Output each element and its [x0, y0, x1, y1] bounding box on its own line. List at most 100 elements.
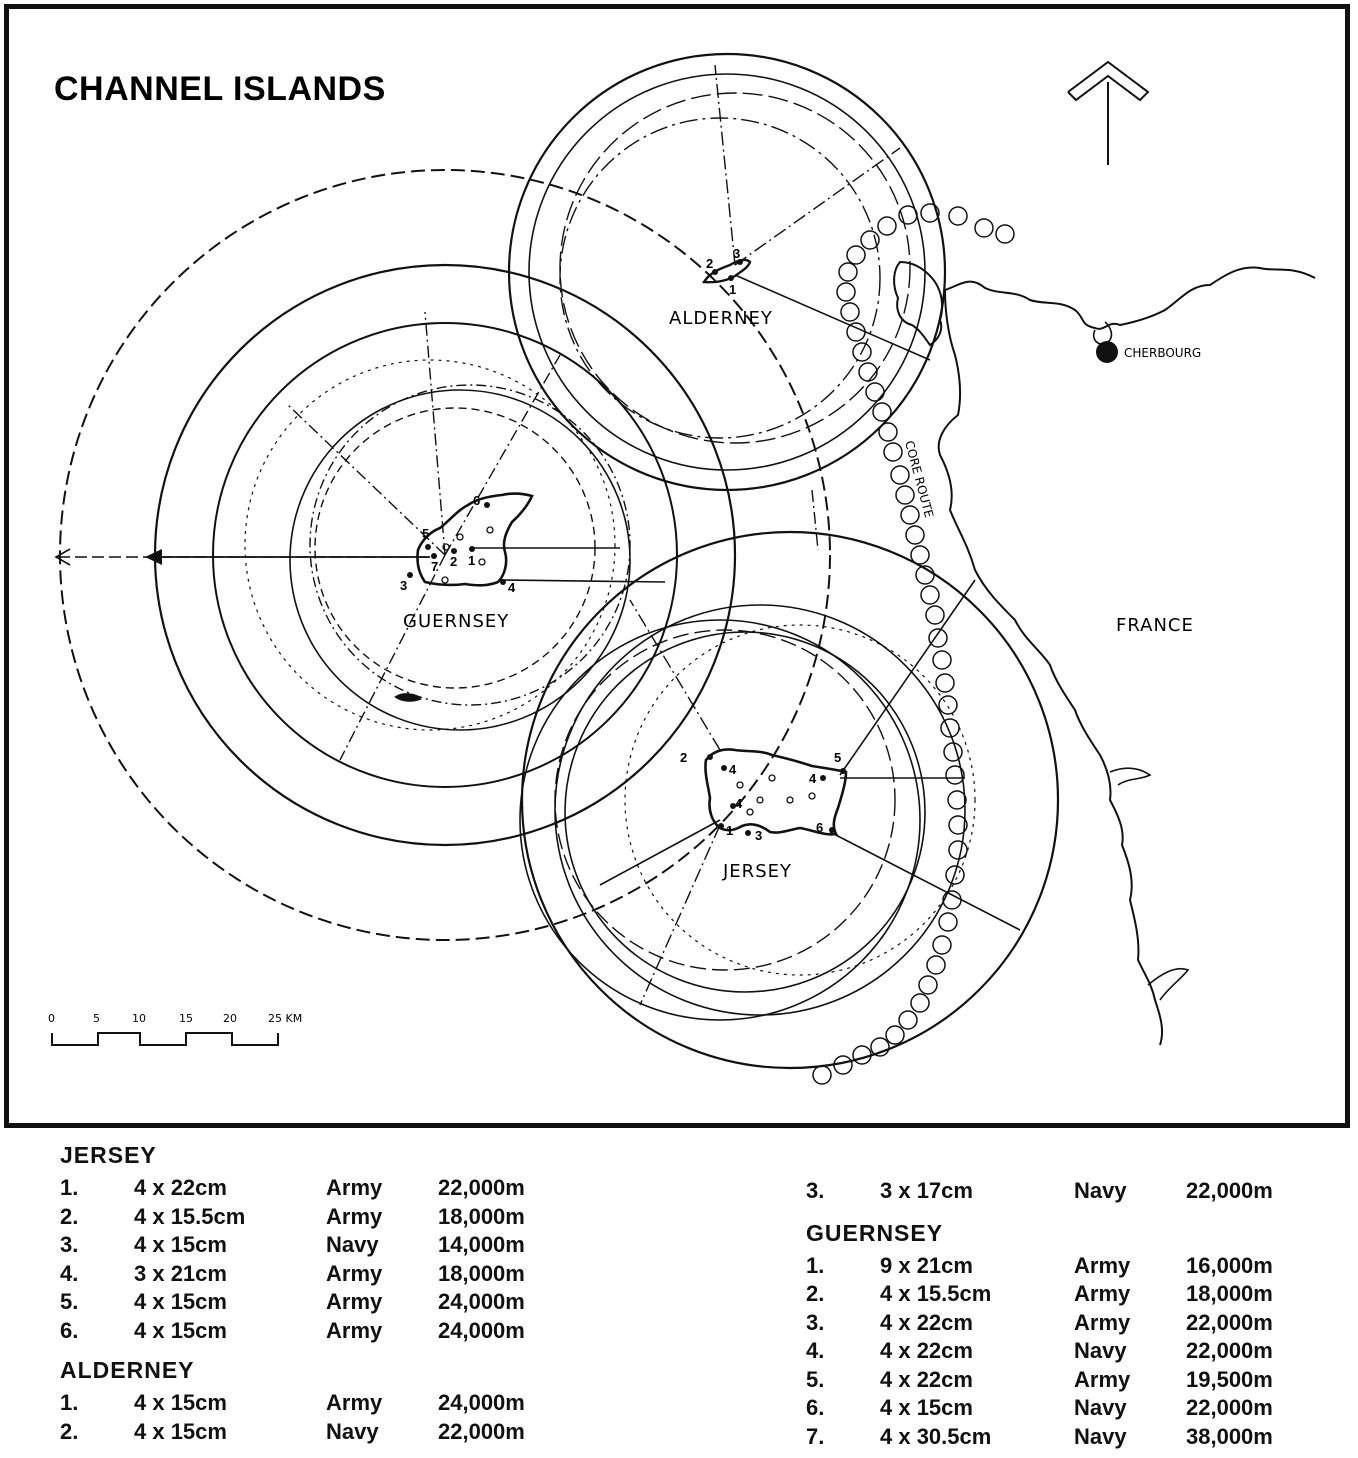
north-arrow-icon: [1067, 60, 1150, 165]
legend-service: Navy: [326, 1418, 379, 1444]
legend-range: 22,000m: [438, 1175, 525, 1200]
scale-tick-15: 15: [179, 1012, 193, 1025]
jersey-range-rings: [519, 530, 1060, 1070]
legend-service: Navy: [1074, 1338, 1127, 1363]
legend-num: 2.: [60, 1418, 79, 1444]
legend-row: 3. 4 x 15cm Navy 14,000m: [60, 1231, 568, 1260]
legend-heading-jersey: JERSEY: [60, 1142, 157, 1168]
legend-guns: 4 x 22cm: [880, 1366, 973, 1392]
legend-num: 3.: [806, 1178, 825, 1203]
legend-num: 1.: [60, 1390, 79, 1415]
scale-tick-25km: 25 KM: [268, 1012, 302, 1025]
legend-guns: 4 x 15cm: [134, 1232, 227, 1257]
legend-range: 14,000m: [438, 1232, 525, 1257]
legend-guns: 4 x 22cm: [880, 1338, 973, 1363]
legend-guns: 4 x 15cm: [134, 1418, 227, 1444]
label-alderney: ALDERNEY: [669, 308, 773, 329]
scale-tick-0: 0: [48, 1012, 55, 1025]
guernsey-battery-5: 5: [422, 526, 429, 541]
legend-service: Army: [326, 1260, 383, 1286]
legend-num: 1.: [60, 1175, 79, 1200]
guernsey-battery-2: 2: [450, 554, 457, 569]
legend-guns: 4 x 15.5cm: [134, 1203, 246, 1229]
legend-num: 4.: [806, 1338, 825, 1363]
legend-range: 22,000m: [438, 1418, 525, 1444]
map-title: CHANNEL ISLANDS: [54, 70, 386, 108]
guernsey-battery-7: 7: [431, 559, 438, 574]
legend-range: 24,000m: [438, 1317, 525, 1343]
jersey-battery-4c: 4: [809, 771, 817, 786]
alderney-battery-2: 2: [706, 256, 713, 271]
legend-guns: 4 x 15cm: [134, 1390, 227, 1415]
alderney-island: [701, 258, 752, 284]
legend-alderney-rows-continued: 3. 3 x 17cm Navy 22,000m: [806, 1177, 1316, 1206]
legend-range: 22,000m: [1186, 1338, 1273, 1363]
legend-guns: 4 x 22cm: [880, 1309, 973, 1335]
legend-guns: 4 x 15cm: [880, 1395, 973, 1420]
legend-range: 24,000m: [438, 1390, 525, 1415]
label-jersey: JERSEY: [722, 861, 792, 882]
legend-guns: 3 x 17cm: [880, 1178, 973, 1203]
scale-tick-20: 20: [223, 1012, 237, 1025]
legend-guns: 4 x 22cm: [134, 1175, 227, 1200]
legend-service: Navy: [1074, 1395, 1127, 1420]
french-coastline-main: [937, 266, 1316, 1046]
scale-tick-5: 5: [93, 1012, 100, 1025]
legend-row: 3. 3 x 17cm Navy 22,000m: [806, 1177, 1316, 1206]
legend-num: 4.: [60, 1260, 79, 1286]
legend-service: Army: [326, 1390, 383, 1415]
legend-num: 3.: [806, 1309, 825, 1335]
scale-tick-10: 10: [132, 1012, 146, 1025]
legend-num: 6.: [60, 1317, 79, 1343]
legend-num: 6.: [806, 1395, 825, 1420]
legend-range: 18,000m: [438, 1260, 525, 1286]
jersey-island: [704, 748, 848, 836]
alderney-battery-1: 1: [729, 282, 736, 297]
legend-service: Army: [1074, 1366, 1131, 1392]
jersey-battery-6: 6: [816, 820, 823, 835]
legend-service: Navy: [1074, 1178, 1127, 1203]
legend-row: 4. 4 x 22cm Navy 22,000m: [806, 1337, 1316, 1366]
label-guernsey: GUERNSEY: [403, 611, 509, 632]
alderney-battery-3: 3: [733, 246, 740, 261]
legend-guns: 4 x 15cm: [134, 1289, 227, 1314]
legend-service: Navy: [326, 1232, 379, 1257]
map-frame: [4, 4, 1350, 1128]
legend-heading-guernsey: GUERNSEY: [806, 1219, 944, 1246]
guernsey-battery-3: 3: [400, 578, 407, 593]
jersey-battery-4b: 4: [735, 796, 743, 811]
legend-row: 1. 4 x 15cm Army 24,000m: [60, 1389, 568, 1418]
legend-heading-alderney: ALDERNEY: [60, 1357, 195, 1383]
legend-service: Army: [1074, 1252, 1131, 1278]
french-coastline: [893, 260, 944, 347]
guernsey-range-rings: [58, 169, 831, 941]
legend-num: 2.: [806, 1281, 825, 1306]
legend-row: 2. 4 x 15cm Navy 22,000m: [60, 1418, 568, 1447]
legend-range: 19,500m: [1186, 1366, 1273, 1392]
channel-islands-map: CHANNEL ISLANDS ALDERNEY GUERNSEY JERSEY…: [48, 52, 1316, 1085]
legend-range: 18,000m: [438, 1203, 525, 1229]
jersey-battery-3: 3: [755, 828, 762, 843]
guernsey-battery-1: 1: [468, 553, 475, 568]
legend-guns: 4 x 15.5cm: [880, 1281, 992, 1306]
legend-num: 5.: [60, 1289, 79, 1314]
legend-range: 22,000m: [1186, 1178, 1273, 1203]
legend-num: 3.: [60, 1232, 79, 1257]
legend-range: 16,000m: [1186, 1252, 1273, 1278]
jersey-battery-4a: 4: [729, 762, 737, 777]
legend-service: Army: [1074, 1281, 1131, 1306]
